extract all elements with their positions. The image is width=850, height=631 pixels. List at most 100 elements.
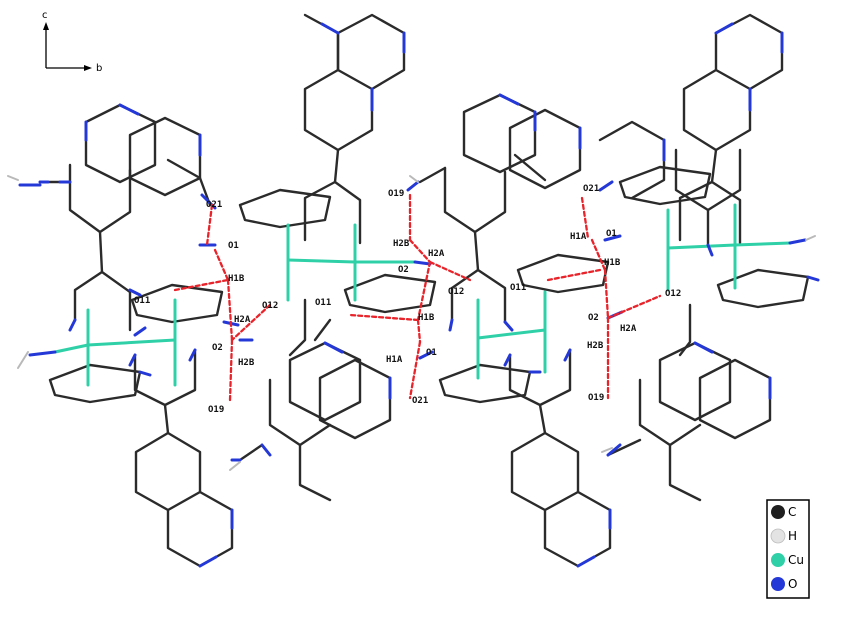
legend-label-c: C: [788, 505, 796, 519]
atom-label-o21-b: O21: [412, 396, 428, 406]
carbon-chain-20: [98, 230, 132, 332]
cu-bond-0: [86, 338, 177, 347]
n-bond-49: [138, 370, 152, 377]
n-bond-42: [68, 318, 77, 332]
atom-label-o19-a: O19: [208, 405, 224, 415]
n-bond-3: [714, 22, 734, 35]
carbon-chain-27: [473, 230, 507, 324]
n-bond-26: [413, 260, 432, 266]
carbon-chain-8: [678, 180, 714, 242]
legend-label-o: O: [788, 577, 797, 591]
h-bond-13: [580, 196, 590, 240]
n-bond-36: [603, 234, 622, 242]
h-bond-4: [230, 303, 272, 342]
atom-label-h2a-c: H2A: [620, 324, 637, 334]
n-bond-33: [606, 443, 622, 457]
h-bond-5: [228, 338, 234, 402]
carbon-ball-icon: [771, 505, 785, 519]
atom-label-o2-c: O2: [588, 313, 599, 323]
atom-label-h1a-c: H1A: [570, 232, 587, 242]
n-bond-41: [503, 320, 514, 332]
atom-label-o1-c: O1: [606, 229, 617, 239]
carbon-chain-37: [238, 443, 264, 462]
atom-label-h2a-b: H2A: [428, 249, 445, 259]
carbon-chain-26: [443, 166, 507, 234]
carbon-chain-17: [84, 103, 157, 184]
carbon-chain-35: [268, 378, 332, 447]
h-atom-3: [229, 461, 241, 471]
carbon-chain-12: [163, 348, 197, 407]
carbon-chain-10: [134, 431, 202, 512]
carbon-chain-49: [618, 165, 712, 206]
atom-label-o21-c: O21: [583, 184, 599, 194]
atom-label-o2-b: O2: [398, 265, 409, 275]
n-bond-25: [788, 238, 807, 245]
h-bond-17: [606, 294, 662, 320]
atom-label-o19-b: O19: [388, 189, 404, 199]
atom-label-o19-c: O19: [588, 393, 604, 403]
nitrogen-bonds: [7, 22, 820, 568]
c-axis-arrow-icon: [43, 22, 49, 30]
cu-bond-6: [286, 258, 357, 264]
carbon-chain-11: [133, 353, 170, 435]
carbon-chain-18: [128, 116, 202, 197]
carbon-chain-25: [508, 108, 582, 190]
carbon-chain-30: [598, 120, 666, 200]
n-bond-48: [563, 348, 572, 362]
h-bond-2: [173, 278, 230, 292]
carbon-chain-33: [288, 341, 362, 422]
atom-label-o11-b: O11: [315, 298, 331, 308]
carbon-chain-2: [303, 68, 374, 152]
n-bond-31: [260, 443, 272, 457]
cu-bond-22: [733, 241, 792, 247]
n-bond-8: [576, 555, 596, 568]
h-bond-0: [205, 203, 214, 247]
atom-label-o11-a: O11: [134, 296, 150, 306]
h-bond-3: [226, 278, 234, 342]
carbon-chain-41: [668, 443, 702, 502]
n-bond-19: [693, 341, 714, 354]
cu-bond-17: [666, 243, 737, 250]
carbon-chain-52: [313, 318, 332, 342]
carbon-chain-0: [336, 13, 406, 91]
n-bond-38: [418, 350, 434, 360]
atom-label-o11-c: O11: [510, 283, 526, 293]
carbon-chain-47: [438, 363, 532, 404]
carbon-chain-24: [462, 93, 537, 174]
h-atom-2: [805, 235, 816, 241]
n-bond-35: [598, 180, 614, 192]
h-bond-8: [428, 260, 472, 282]
n-bond-43: [448, 318, 454, 332]
carbon-chain-21: [73, 270, 104, 322]
n-bond-6: [198, 555, 218, 568]
h-atom-5: [409, 175, 419, 183]
carbon-chain-46: [343, 273, 437, 314]
carbon-chain-28: [450, 268, 480, 322]
h-bond-11: [416, 318, 422, 344]
h-bond-14: [590, 238, 607, 272]
h-bond-10: [348, 313, 420, 322]
carbon-chain-45: [238, 188, 332, 229]
b-axis-arrow-icon: [84, 65, 92, 71]
carbon-chain-44: [130, 283, 224, 324]
carbon-chain-29: [418, 166, 447, 184]
carbon-chain-13: [543, 490, 612, 568]
h-bond-12: [408, 340, 422, 400]
atom-label-o1-b: O1: [426, 348, 437, 358]
carbon-chain-23: [166, 158, 212, 207]
legend-box: C H Cu O: [766, 499, 810, 599]
atom-label-o12-c: O12: [665, 289, 681, 299]
atom-label-h1b-b: H1B: [418, 313, 435, 323]
h-bond-1: [213, 248, 230, 282]
n-bond-34: [406, 180, 420, 192]
atom-label-h2b-b: H2B: [393, 239, 410, 249]
carbon-chain-40: [638, 378, 702, 447]
atom-label-o2-a: O2: [212, 343, 223, 353]
h-bond-15: [546, 268, 602, 282]
atom-label-o21-a: O21: [206, 200, 222, 210]
oxygen-ball-icon: [771, 577, 785, 591]
carbon-chain-51: [288, 298, 307, 357]
carbon-chain-53: [678, 303, 692, 357]
